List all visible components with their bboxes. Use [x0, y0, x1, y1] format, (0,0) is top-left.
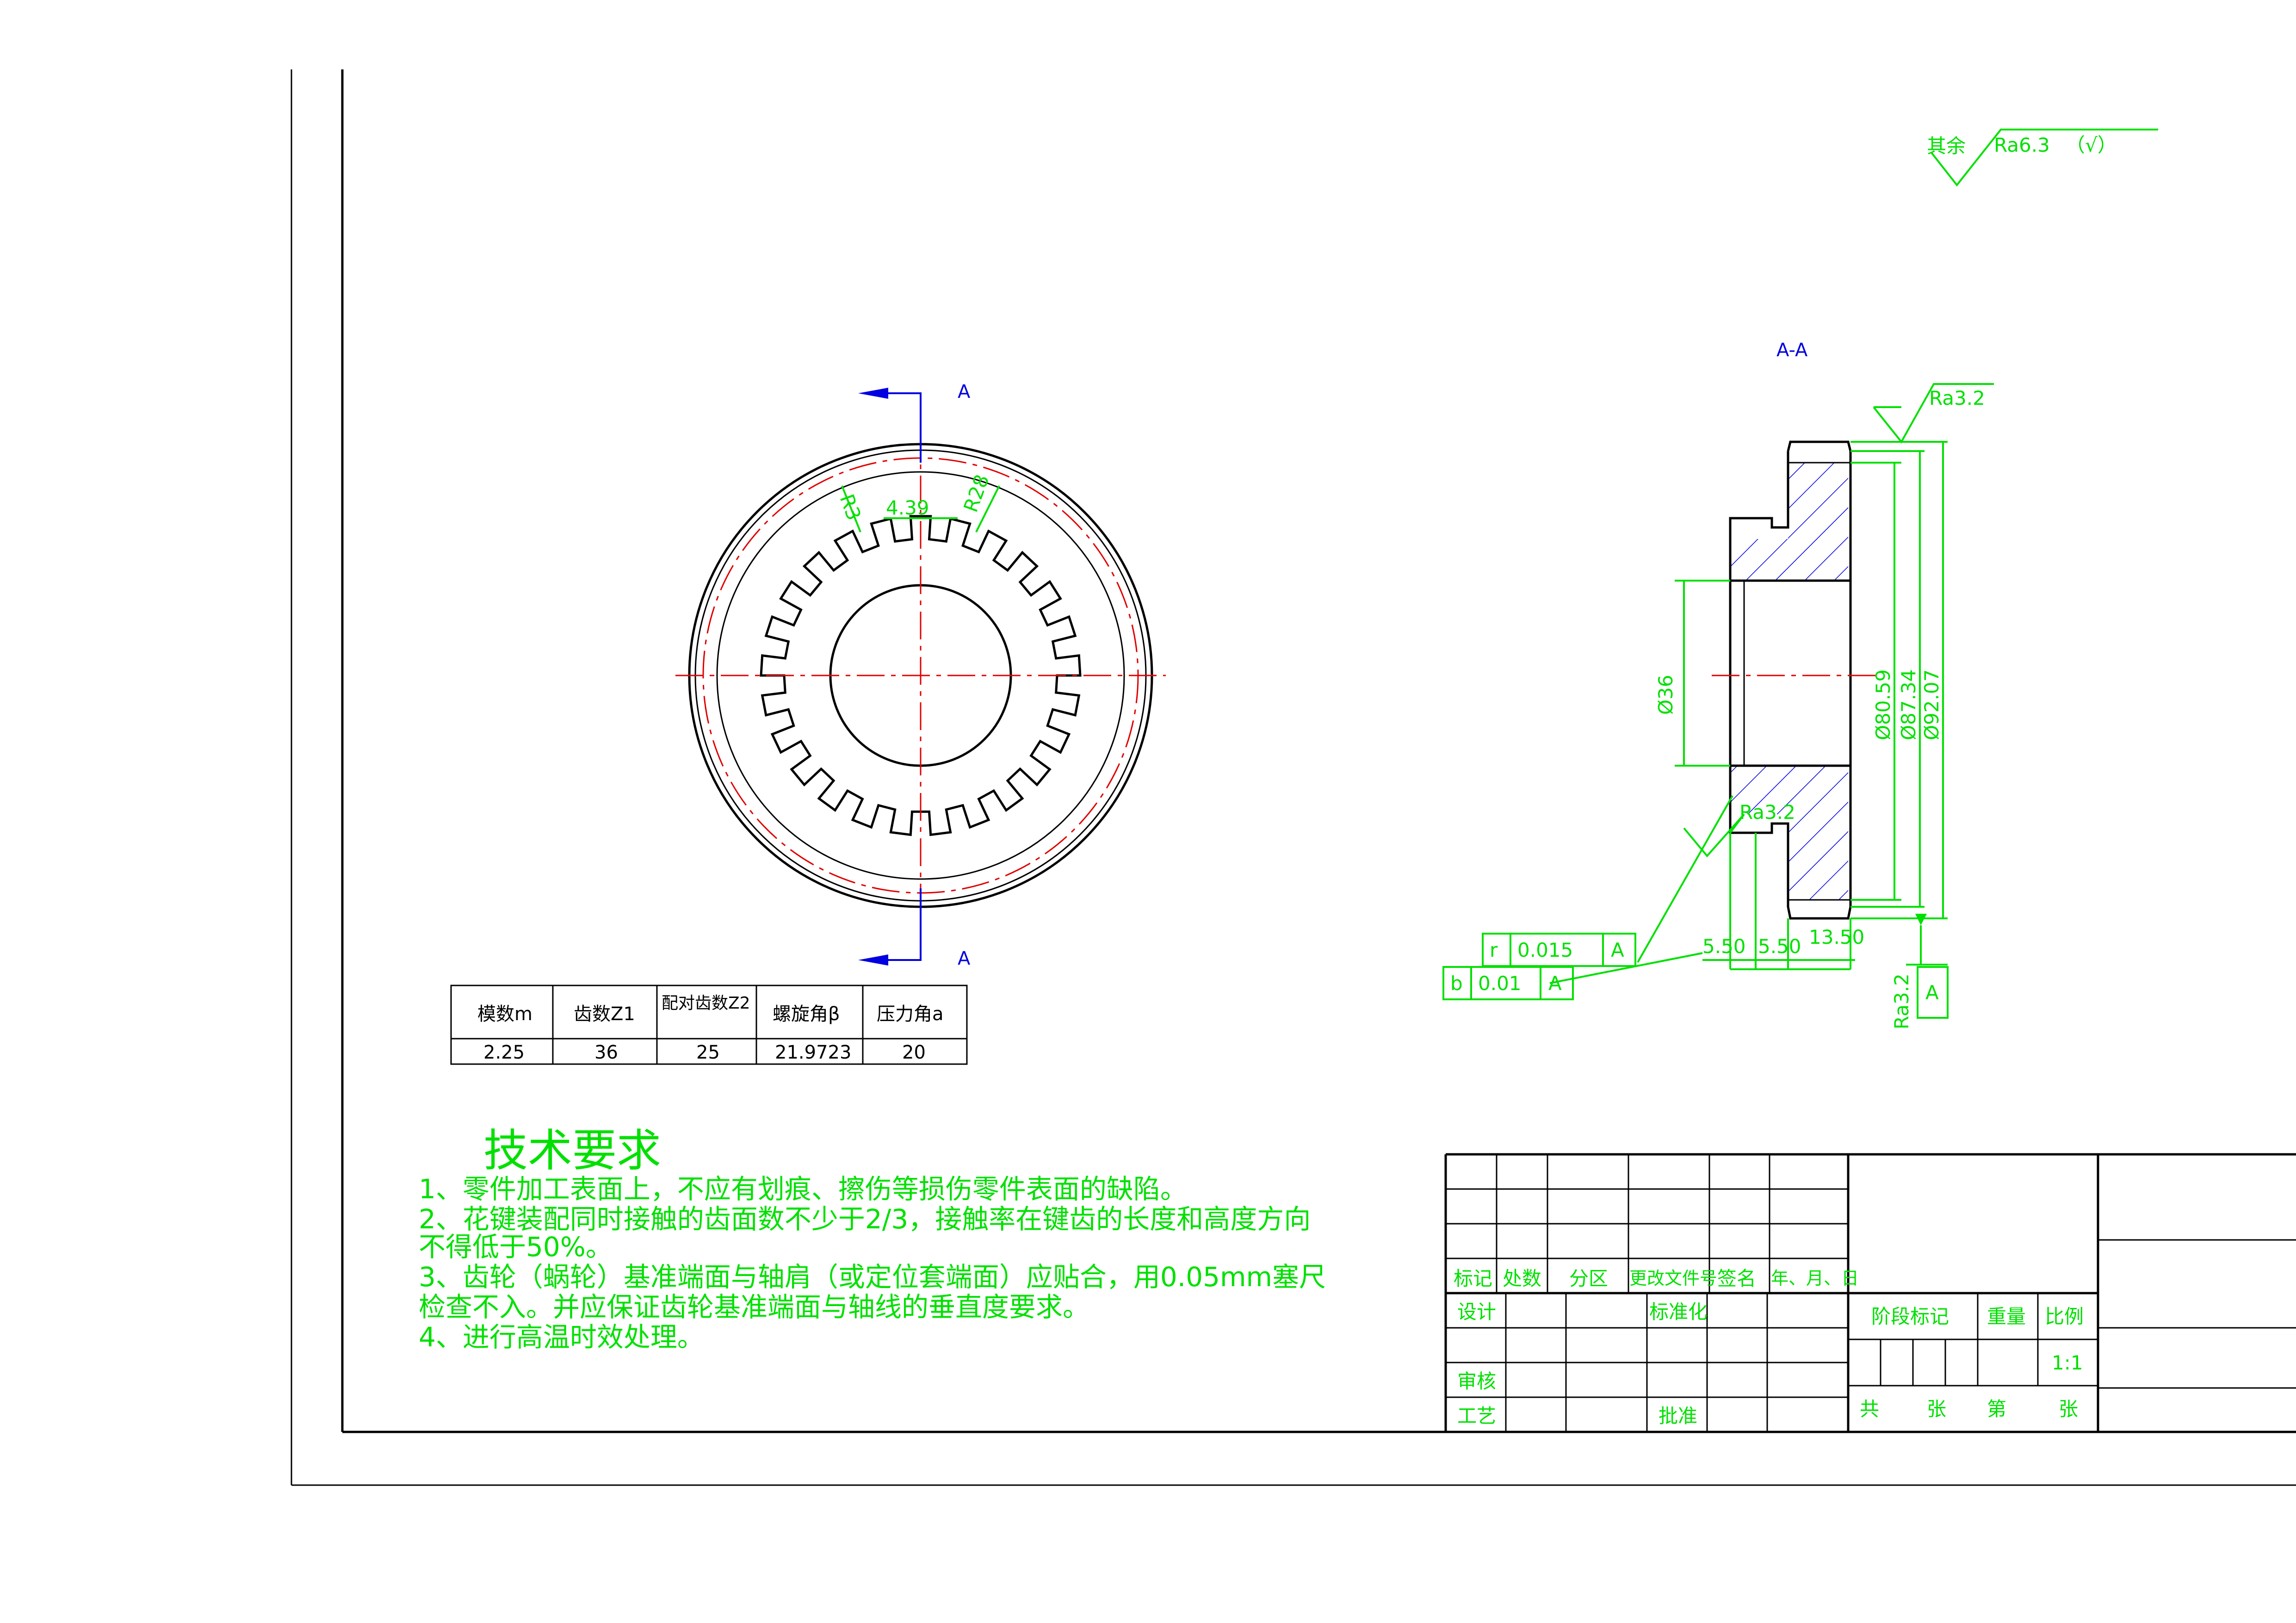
title-block: 标记 处数 分区 更改文件号 签名 年、月、日 设计 标准化 审核 工艺 批准 … — [1444, 1153, 2296, 1432]
roughness-general-suffix: （√） — [2066, 134, 2117, 156]
internal-spline-outline — [760, 515, 1082, 836]
table-header-mating-teeth: 配对齿数Z2 — [662, 994, 750, 1013]
tb-header-date: 年、月、日 — [1771, 1268, 1859, 1288]
gear-parameter-table: 模数m 齿数Z1 配对齿数Z2 螺旋角β 压力角a 2.25 36 25 21.… — [450, 985, 968, 1065]
tb-header-change-doc: 更改文件号 — [1629, 1268, 1717, 1288]
table-value-helix-angle: 21.9723 — [775, 1042, 851, 1063]
tol-1-symbol: r — [1490, 939, 1498, 961]
tb-process: 工艺 — [1457, 1405, 1496, 1427]
tech-req-title: 技术要求 — [483, 1125, 661, 1177]
table-header-teeth: 齿数Z1 — [574, 1004, 635, 1025]
tech-req-line: 1、零件加工表面上，不应有划痕、擦伤等损伤零件表面的缺陷。 — [419, 1173, 1187, 1205]
technical-requirements: 技术要求 1、零件加工表面上，不应有划痕、擦伤等损伤零件表面的缺陷。 2、花键装… — [419, 1125, 1326, 1353]
section-cut-marker-bottom: A — [858, 888, 971, 969]
tb-header-zone: 分区 — [1569, 1267, 1608, 1290]
tech-req-line: 2、花键装配同时接触的齿面数不少于2/3，接触率在键齿的长度和高度方向 — [419, 1203, 1311, 1235]
table-value-teeth: 36 — [594, 1042, 618, 1063]
roughness-symbol-inner: Ra3.2 — [1683, 801, 1795, 858]
table-header-pressure-angle: 压力角a — [877, 1004, 944, 1025]
datum-a-label: A — [1925, 981, 1939, 1004]
table-value-mating-teeth: 25 — [696, 1042, 720, 1063]
tb-stage-mark: 阶段标记 — [1871, 1305, 1949, 1328]
tb-header-mark: 标记 — [1454, 1267, 1492, 1290]
section-outline — [1729, 440, 1852, 920]
tol-1-value: 0.015 — [1517, 939, 1573, 961]
tech-req-line: 检查不入。并应保证齿轮基准端面与轴线的垂直度要求。 — [419, 1291, 1089, 1323]
section-diameter-dimensions: Ø36 Ø80.59 Ø87.34 Ø92.07 — [1654, 441, 1948, 919]
table-value-module: 2.25 — [483, 1042, 525, 1063]
roughness-general-value: Ra6.3 — [1994, 134, 2050, 156]
table-header-module: 模数m — [477, 1004, 532, 1025]
section-width-dimensions: 5.50 5.50 13.50 — [1702, 833, 1864, 970]
section-letter-bottom: A — [958, 948, 971, 969]
roughness-symbol-bottom: Ra3.2 — [1890, 914, 1948, 1029]
tb-weight: 重量 — [1987, 1305, 2026, 1328]
tb-design: 设计 — [1457, 1301, 1496, 1323]
tb-sheets1: 张 — [1927, 1398, 1946, 1420]
tb-header-signature: 签名 — [1717, 1267, 1756, 1290]
tolerance-frames: r 0.015 A b 0.01 A A — [1442, 795, 1949, 1019]
tb-scale-value: 1:1 — [2052, 1351, 2083, 1374]
section-cut-marker-top: A — [858, 381, 971, 463]
tb-header-count: 处数 — [1503, 1267, 1541, 1290]
dim-w2: 5.50 — [1758, 935, 1801, 958]
roughness-symbol-top: Ra3.2 — [1873, 383, 1994, 444]
table-value-pressure-angle: 20 — [902, 1042, 926, 1063]
tol-2-symbol: b — [1450, 972, 1463, 995]
dim-d3: Ø92.07 — [1920, 669, 1943, 740]
tb-scale-label: 比例 — [2045, 1305, 2084, 1328]
tb-number: 第 — [1987, 1398, 2006, 1420]
roughness-bottom: Ra3.2 — [1890, 973, 1913, 1029]
roughness-general-prefix: 其余 — [1927, 135, 1966, 157]
tb-sheets2: 张 — [2059, 1398, 2078, 1420]
tb-total: 共 — [1860, 1398, 1879, 1420]
tech-req-line: 4、进行高温时效处理。 — [419, 1321, 704, 1353]
sheet-border — [291, 69, 2296, 1486]
tb-standardization: 标准化 — [1649, 1301, 1708, 1323]
dim-d2: Ø87.34 — [1897, 669, 1920, 740]
tol-2-value: 0.01 — [1478, 972, 1522, 995]
tech-req-line: 不得低于50%。 — [419, 1231, 613, 1263]
dim-w1: 5.50 — [1702, 935, 1746, 958]
dim-d1: Ø80.59 — [1872, 669, 1894, 740]
section-label: A-A — [1776, 340, 1808, 361]
dim-r-left: R3 — [835, 491, 866, 523]
roughness-inner: Ra3.2 — [1739, 801, 1795, 824]
section-letter-top: A — [958, 381, 971, 403]
section-view: A-A Ø36 Ø80.59 Ø — [1442, 340, 1994, 1029]
tol-2-datum: A — [1548, 972, 1562, 995]
dim-width: 4.39 — [886, 496, 929, 519]
tb-approve: 批准 — [1659, 1405, 1697, 1427]
roughness-top: Ra3.2 — [1929, 387, 1985, 409]
tech-req-line: 3、齿轮（蜗轮）基准端面与轴肩（或定位套端面）应贴合，用0.05mm塞尺 — [419, 1261, 1326, 1293]
tb-review: 审核 — [1457, 1370, 1496, 1393]
hub-circle — [716, 471, 1125, 880]
dim-w3: 13.50 — [1809, 926, 1864, 948]
front-view: A A R3 4.39 R28 — [675, 381, 1166, 969]
general-roughness-symbol: 其余 Ra6.3 （√） — [1927, 129, 2158, 187]
table-header-helix-angle: 螺旋角β — [773, 1004, 840, 1025]
dim-bore: Ø36 — [1654, 675, 1677, 715]
tol-1-datum: A — [1611, 939, 1624, 961]
